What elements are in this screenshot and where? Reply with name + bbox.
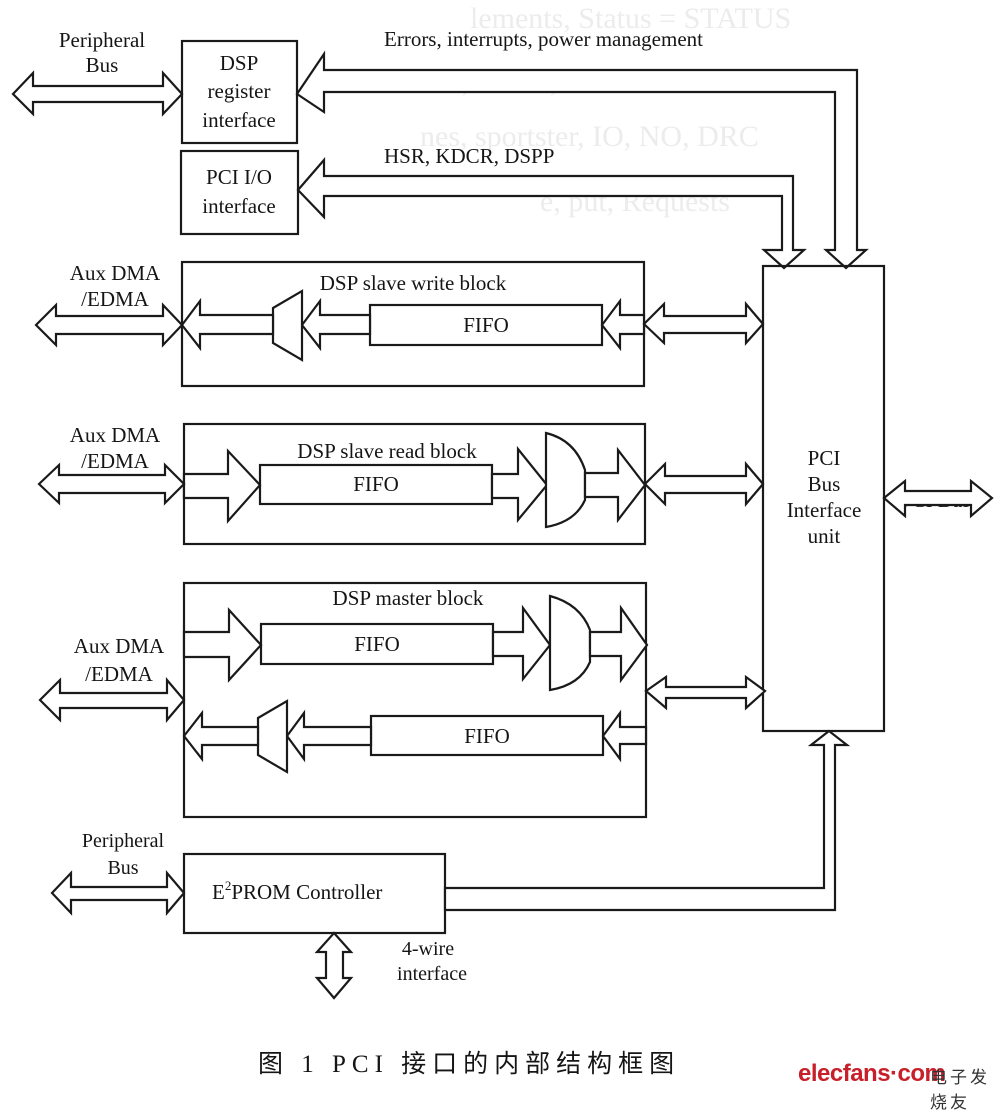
watermark-brand: elecfans·com <box>798 1060 946 1087</box>
master-block-title: DSP master block <box>333 586 484 610</box>
master-in-mux <box>256 699 289 774</box>
master-in-fifo-to-mux-arrow <box>285 709 373 763</box>
peripheral-bus-bottom-arrow <box>50 870 186 916</box>
slave-write-fifo-label: FIFO <box>463 313 509 337</box>
pci-io-interface-label-2: interface <box>202 194 275 218</box>
aux-master-label-2: /EDMA <box>85 662 154 686</box>
slave-read-pci-arrow <box>643 461 765 507</box>
pci-bus-interface-unit-label-3: Interface <box>787 498 862 522</box>
peripheral-bus-top-label-1: Peripheral <box>59 28 145 52</box>
bleed-through-text-1: lements, Status = STATUS <box>470 2 792 35</box>
slave-write-fifo <box>368 303 604 347</box>
master-pci-arrow <box>644 674 767 711</box>
pci-block-diagram: DSP register interface Peripheral Bus PC… <box>11 27 994 1078</box>
eeprom-label-rest: PROM Controller <box>231 880 382 904</box>
slave-read-mux <box>544 431 587 529</box>
aux-master-label-1: Aux DMA <box>74 634 165 658</box>
master-in-out-arrow <box>182 709 260 763</box>
dsp-register-interface-label-2: register <box>208 79 271 103</box>
aux-read-arrow <box>37 462 186 506</box>
master-out-fifo-label: FIFO <box>354 632 400 656</box>
pci-bus-interface-unit-label-2: Bus <box>808 472 841 496</box>
four-wire-interface-arrow <box>314 931 354 1000</box>
dsp-register-interface-label-1: DSP <box>220 51 259 75</box>
aux-write-label-1: Aux DMA <box>70 261 161 285</box>
slave-write-out-arrow <box>180 297 275 352</box>
master-out-mux <box>548 594 592 692</box>
aux-write-arrow <box>34 302 184 348</box>
slave-read-fifo <box>258 463 494 506</box>
errors-interrupts-arrow <box>295 50 869 270</box>
bleed-through-text-3: nes, sportster, IO, NO, DRC <box>420 120 759 153</box>
peripheral-bus-top-arrow <box>11 70 184 117</box>
eeprom-controller-label: E2PROM Controller <box>212 878 382 904</box>
slave-read-out-arrow <box>583 446 647 524</box>
peripheral-bus-bottom-label-1: Peripheral <box>82 830 165 852</box>
watermark-brand-cn: 电子发烧友 <box>930 1068 990 1113</box>
aux-read-label-1: Aux DMA <box>70 423 161 447</box>
hsr-kdcr-dspp-arrow <box>296 157 807 270</box>
eeprom-to-pci-arrow <box>443 729 851 912</box>
master-out-in-arrow <box>182 607 263 683</box>
errors-interrupts-label: Errors, interrupts, power management <box>384 27 703 51</box>
slave-read-block-title: DSP slave read block <box>297 439 477 463</box>
aux-write-label-2: /EDMA <box>81 287 150 311</box>
eeprom-label-superscript: 2 <box>225 878 232 893</box>
pci-bus-interface-unit-label-1: PCI <box>808 446 841 470</box>
eeprom-label-prefix: E <box>212 880 225 904</box>
aux-master-arrow <box>38 677 186 723</box>
pci-bus-arrow <box>882 478 994 519</box>
master-in-in-arrow <box>601 709 648 763</box>
pci-io-interface-label-1: PCI I/O <box>206 165 272 189</box>
slave-read-fifo-to-mux-arrow <box>490 445 549 524</box>
pci-io-interface-box <box>179 149 300 236</box>
four-wire-label-2: interface <box>397 963 467 985</box>
figure-caption: 图 1 PCI 接口的内部结构框图 <box>258 1050 680 1078</box>
four-wire-label-1: 4-wire <box>402 938 454 960</box>
slave-write-in-arrow <box>600 297 646 352</box>
master-in-fifo-label: FIFO <box>464 724 510 748</box>
slave-write-pci-arrow <box>642 301 765 346</box>
master-out-fifo-to-mux-arrow <box>491 604 552 683</box>
master-out-arrow <box>588 604 649 684</box>
slave-read-in-arrow <box>182 448 262 524</box>
peripheral-bus-bottom-label-2: Bus <box>107 857 138 879</box>
dsp-register-interface-box <box>180 39 299 145</box>
peripheral-bus-top-label-2: Bus <box>86 53 119 77</box>
dsp-register-interface-label-3: interface <box>202 108 275 132</box>
aux-read-label-2: /EDMA <box>81 449 150 473</box>
slave-read-fifo-label: FIFO <box>353 472 399 496</box>
slave-write-fifo-to-mux-arrow <box>300 297 372 352</box>
slave-write-mux <box>271 289 304 362</box>
slave-write-block-title: DSP slave write block <box>320 271 507 295</box>
pci-bus-interface-unit-label-4: unit <box>808 524 841 548</box>
hsr-kdcr-dspp-label: HSR, KDCR, DSPP <box>384 144 554 168</box>
